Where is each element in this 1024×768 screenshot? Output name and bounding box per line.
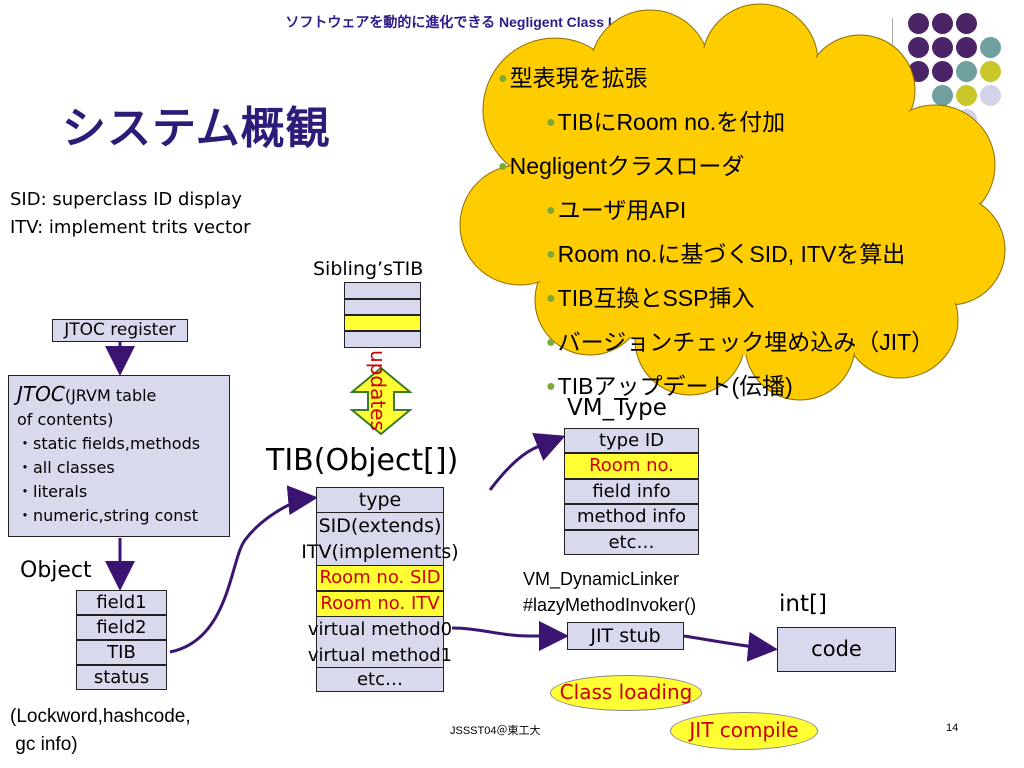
object-label: Object bbox=[20, 558, 92, 583]
jtoc-item: ・literals bbox=[17, 482, 88, 501]
vmtype-row: type ID bbox=[564, 428, 699, 453]
object-note-line: (Lockword,hashcode, bbox=[10, 706, 191, 727]
jit-stub-box: JIT stub bbox=[567, 622, 684, 650]
sibling-tib-row bbox=[344, 299, 421, 315]
cloud-item-text: Negligentクラスローダ bbox=[509, 153, 745, 179]
jtoc-box: JTOC(JRVM table of contents) ・static fie… bbox=[8, 375, 230, 537]
dot bbox=[932, 85, 953, 106]
jtoc-register-box: JTOC register bbox=[52, 319, 188, 342]
int-array-label: int[] bbox=[779, 591, 827, 617]
dot bbox=[956, 85, 977, 106]
object-note-line: gc info) bbox=[10, 734, 78, 755]
sibling-tib-row bbox=[344, 282, 421, 299]
tib-row-room-itv: Room no. ITV bbox=[316, 591, 444, 617]
dot bbox=[956, 13, 977, 34]
object-field: status bbox=[76, 665, 167, 690]
object-field: TIB bbox=[76, 640, 167, 665]
jtoc-title: JTOC bbox=[17, 382, 65, 406]
object-field: field2 bbox=[76, 615, 167, 640]
vmtype-row-room: Room no. bbox=[564, 453, 699, 479]
vmtype-label: VM_Type bbox=[567, 395, 667, 421]
bullet-icon: ● bbox=[498, 70, 508, 87]
page-number: 14 bbox=[946, 722, 959, 734]
bullet-icon: ● bbox=[498, 158, 508, 175]
cloud-item-text: Room no.に基づくSID, ITVを算出 bbox=[557, 241, 906, 267]
sibling-tib-row bbox=[344, 331, 421, 348]
tib-row-etc: etc… bbox=[316, 667, 444, 692]
linker-line2: #lazyMethodInvoker() bbox=[523, 595, 697, 615]
object-field: field1 bbox=[76, 590, 167, 615]
sibling-tib-label: Sibling’sTIB bbox=[313, 258, 424, 280]
dot bbox=[908, 37, 929, 58]
cloud-item: ●TIB互換とSSP挿入 bbox=[546, 278, 934, 322]
cloud-item-text: TIBアップデート(伝播) bbox=[557, 373, 793, 399]
jtoc-subtitle: (JRVM table bbox=[64, 386, 157, 405]
cloud-shape bbox=[459, 3, 1006, 401]
slide-header: ソフトウェアを動的に進化できる Negligent Class Loader bbox=[285, 14, 655, 30]
cloud-item: ●バージョンチェック埋め込み（JIT） bbox=[546, 322, 934, 366]
code-box: code bbox=[777, 627, 896, 672]
bullet-icon: ● bbox=[546, 114, 556, 131]
class-loading-ellipse: Class loading bbox=[550, 675, 702, 711]
sibling-tib-row bbox=[344, 315, 421, 331]
jit-compile-ellipse: JIT compile bbox=[670, 712, 818, 750]
dot bbox=[956, 37, 977, 58]
tib-row-sid: SID(extends) bbox=[318, 515, 442, 537]
dot bbox=[980, 85, 1001, 106]
cloud-item: ●Room no.に基づくSID, ITVを算出 bbox=[546, 234, 934, 278]
cloud-item-text: TIBにRoom no.を付加 bbox=[557, 109, 786, 135]
cloud-item: ●Negligentクラスローダ bbox=[498, 146, 934, 190]
vmtype-row: method info bbox=[564, 504, 699, 530]
bullet-icon: ● bbox=[546, 202, 556, 219]
jtoc-subtitle2: of contents) bbox=[17, 410, 114, 429]
linker-label: VM_DynamicLinker #lazyMethodInvoker() bbox=[523, 566, 696, 618]
arrow-tib-field bbox=[169, 485, 318, 654]
vmtype-row: field info bbox=[564, 479, 699, 504]
dot bbox=[980, 61, 1001, 82]
vmtype-row: etc… bbox=[564, 530, 699, 555]
dot bbox=[932, 13, 953, 34]
jtoc-item: ・numeric,string const bbox=[17, 506, 198, 525]
object-note: (Lockword,hashcode, gc info) bbox=[10, 703, 191, 759]
bullet-icon: ● bbox=[546, 334, 556, 351]
slide-title: システム概観 bbox=[62, 103, 331, 154]
dot bbox=[956, 61, 977, 82]
cloud-item-text: TIB互換とSSP挿入 bbox=[557, 285, 755, 311]
cloud-item: ●ユーザ用API bbox=[546, 190, 934, 234]
bullet-icon: ● bbox=[546, 246, 556, 263]
footer-center: JSSST04＠東工大 bbox=[450, 725, 541, 737]
cloud-item-text: ユーザ用API bbox=[557, 197, 687, 223]
cloud-item: ●型表現を拡張 bbox=[498, 58, 934, 102]
linker-line1: VM_DynamicLinker bbox=[523, 569, 680, 589]
dot bbox=[980, 37, 1001, 58]
arrow-method-jitstub bbox=[451, 621, 569, 651]
dot bbox=[932, 61, 953, 82]
note-itv: ITV: implement trits vector bbox=[10, 217, 251, 238]
jtoc-item: ・all classes bbox=[17, 458, 115, 477]
cloud-item: ●TIBにRoom no.を付加 bbox=[546, 102, 934, 146]
jtoc-item: ・static fields,methods bbox=[17, 434, 201, 453]
bullet-icon: ● bbox=[546, 290, 556, 307]
arrow-tib-vmtype bbox=[488, 432, 566, 491]
tib-row-room-sid: Room no. SID bbox=[316, 565, 444, 591]
dot bbox=[908, 13, 929, 34]
abbreviation-notes: SID: superclass ID display ITV: implemen… bbox=[10, 186, 250, 242]
tib-row-vm1: virtual method1 bbox=[307, 645, 453, 666]
updates-label: updates bbox=[366, 350, 390, 431]
jtoc-title-line: JTOC(JRVM table bbox=[17, 382, 229, 408]
arrow-jitstub-code bbox=[683, 631, 778, 662]
cloud-item: ●TIBアップデート(伝播) bbox=[546, 366, 934, 410]
tib-row-vm0: virtual method0 bbox=[307, 619, 453, 640]
tib-label: TIB(Object[]) bbox=[266, 443, 459, 478]
tib-row-type: type bbox=[316, 487, 444, 513]
cloud-item-text: バージョンチェック埋め込み（JIT） bbox=[557, 329, 935, 355]
updates-double-arrow bbox=[349, 366, 413, 436]
cloud-item-text: 型表現を拡張 bbox=[509, 65, 648, 91]
note-sid: SID: superclass ID display bbox=[10, 189, 242, 210]
tib-row-itv: ITV(implements) bbox=[301, 541, 459, 563]
bullet-icon: ● bbox=[546, 378, 556, 395]
dot bbox=[932, 37, 953, 58]
cloud-bullet-list: ●型表現を拡張 ●TIBにRoom no.を付加 ●Negligentクラスロー… bbox=[498, 58, 934, 410]
